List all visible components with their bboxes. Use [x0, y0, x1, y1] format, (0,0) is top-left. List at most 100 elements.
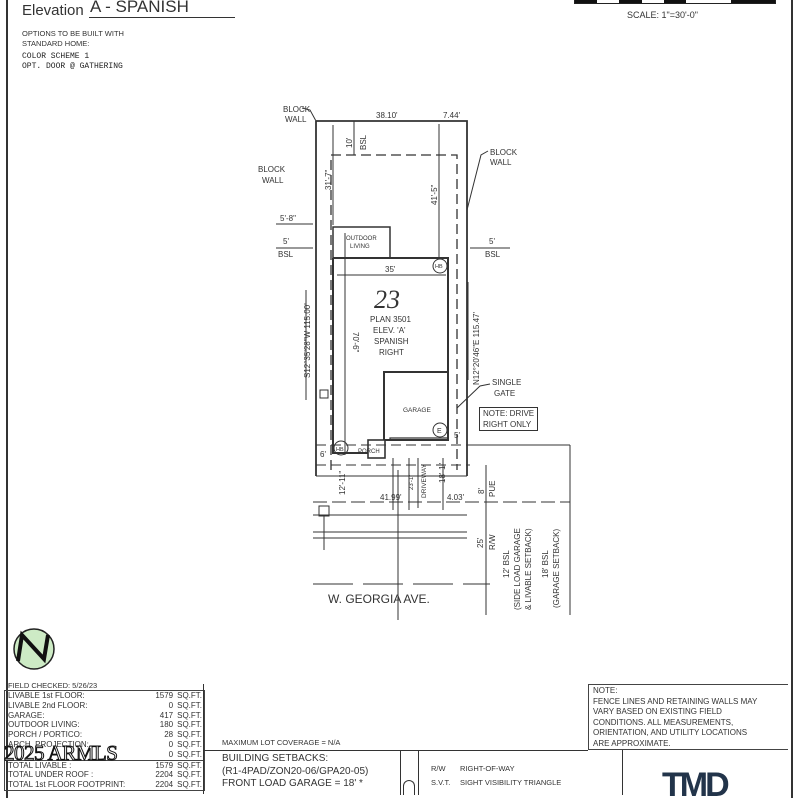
svg-text:RIGHT: RIGHT	[379, 348, 404, 357]
svg-text:31'-7": 31'-7"	[324, 169, 333, 190]
svg-text:35': 35'	[385, 265, 396, 274]
svg-text:WALL: WALL	[262, 176, 284, 185]
svg-text:GATE: GATE	[494, 389, 515, 398]
option-item: COLOR SCHEME 1	[22, 52, 90, 61]
svg-text:& LIVABLE SETBACK): & LIVABLE SETBACK)	[524, 528, 533, 610]
field-checked: FIELD CHECKED: 5/26/23	[8, 681, 98, 690]
note-line: CONDITIONS. ALL MEASUREMENTS,	[593, 717, 734, 727]
svg-text:BLOCK: BLOCK	[283, 105, 311, 114]
svg-text:PUE: PUE	[488, 481, 497, 497]
svg-text:BLOCK: BLOCK	[490, 148, 518, 157]
svg-text:6': 6'	[320, 450, 326, 459]
svg-text:OUTDOOR: OUTDOOR	[346, 236, 377, 242]
options-line: STANDARD HOME:	[22, 39, 90, 48]
svg-text:BLOCK: BLOCK	[258, 165, 286, 174]
svg-text:BSL: BSL	[485, 250, 501, 259]
legend-row: S.V.T.SIGHT VISIBILITY TRIANGLE	[431, 778, 562, 787]
svg-text:18'-1": 18'-1"	[438, 462, 447, 483]
max-lot-coverage: MAXIMUM LOT COVERAGE = N/A	[222, 738, 341, 747]
option-item: OPT. DOOR @ GATHERING	[22, 62, 123, 71]
svg-text:DRIVEWAY: DRIVEWAY	[421, 463, 428, 498]
svg-text:41.99': 41.99'	[380, 493, 402, 502]
svg-text:12'-11": 12'-11"	[338, 471, 347, 495]
svg-text:N12°20'46"E 115.47': N12°20'46"E 115.47'	[472, 312, 481, 385]
svg-text:18' BSL: 18' BSL	[541, 550, 550, 578]
note-line: ARE APPROXIMATE.	[593, 738, 671, 748]
svg-text:HB: HB	[336, 447, 344, 453]
svg-text:23'-1": 23'-1"	[409, 475, 415, 490]
svg-text:R/W: R/W	[488, 534, 497, 550]
svg-text:5'-8": 5'-8"	[280, 214, 296, 223]
options-line: OPTIONS TO BE BUILT WITH	[22, 29, 124, 38]
svg-text:GARAGE: GARAGE	[403, 407, 431, 414]
setbacks-title: BUILDING SETBACKS:	[222, 753, 329, 764]
legend-symbol-icon	[403, 780, 415, 795]
svg-text:4.03': 4.03'	[447, 493, 465, 502]
drive-note: NOTE: DRIVE RIGHT ONLY	[479, 407, 539, 431]
svg-text:SPANISH: SPANISH	[374, 337, 409, 346]
svg-text:HB: HB	[435, 264, 443, 270]
north-arrow-icon	[13, 628, 55, 670]
setbacks-zoning: (R1-4PAD/ZON20-06/GPA20-05)	[222, 765, 369, 777]
svg-text:70'-6": 70'-6"	[351, 332, 360, 353]
drive-note-line: RIGHT ONLY	[483, 420, 532, 429]
svg-text:PORCH: PORCH	[358, 449, 380, 455]
svg-text:BSL: BSL	[359, 134, 368, 150]
svg-text:10': 10'	[345, 137, 354, 148]
svg-text:41'-5": 41'-5"	[430, 184, 439, 205]
elevation-value: A - SPANISH	[89, 0, 235, 18]
svg-text:5': 5'	[489, 237, 495, 246]
svg-text:(GARAGE SETBACK): (GARAGE SETBACK)	[552, 529, 561, 608]
svg-text:38.10': 38.10'	[376, 111, 398, 120]
scale-text: SCALE: 1"=30'-0"	[627, 10, 698, 20]
building-setbacks: BUILDING SETBACKS: (R1-4PAD/ZON20-06/GPA…	[222, 753, 368, 791]
note-title: NOTE:	[593, 686, 618, 695]
svg-text:E: E	[437, 428, 442, 435]
svg-text:BSL: BSL	[278, 250, 294, 259]
field-note: NOTE: FENCE LINES AND RETAINING WALLS MA…	[588, 684, 788, 750]
watermark: 2025 ARMLS	[3, 741, 118, 766]
options-note: OPTIONS TO BE BUILT WITH STANDARD HOME: …	[22, 29, 124, 72]
svg-text:5': 5'	[283, 237, 289, 246]
svg-text:8': 8'	[477, 488, 486, 494]
setbacks-front: FRONT LOAD GARAGE = 18' *	[222, 778, 363, 789]
elevation-label: Elevation	[22, 2, 84, 19]
svg-text:23: 23	[374, 285, 400, 314]
svg-text:LIVING: LIVING	[350, 244, 370, 250]
divider	[622, 750, 623, 795]
drawing-frame	[6, 0, 793, 798]
svg-text:ELEV. 'A': ELEV. 'A'	[373, 326, 406, 335]
divider	[418, 750, 419, 795]
svg-text:PLAN 3501: PLAN 3501	[370, 315, 411, 324]
svg-text:25': 25'	[476, 537, 485, 548]
note-line: FENCE LINES AND RETAINING WALLS MAY	[593, 696, 758, 706]
scale-bar	[574, 0, 776, 4]
svg-text:W. GEORGIA AVE.: W. GEORGIA AVE.	[328, 592, 430, 606]
company-logo: TMD	[662, 766, 730, 804]
drive-note-line: NOTE: DRIVE	[483, 409, 535, 418]
note-line: VARY BASED ON EXISTING FIELD	[593, 707, 722, 716]
svg-text:S12°35'28"W 115.00': S12°35'28"W 115.00'	[303, 303, 312, 378]
svg-text:SINGLE: SINGLE	[492, 378, 521, 387]
svg-text:7.44': 7.44'	[443, 111, 461, 120]
divider	[203, 684, 204, 794]
note-line: ORIENTATION, AND UTILITY LOCATIONS	[593, 728, 748, 737]
divider	[203, 750, 588, 751]
divider	[400, 750, 401, 795]
svg-text:12' BSL: 12' BSL	[502, 550, 511, 578]
svg-text:WALL: WALL	[285, 115, 307, 124]
svg-text:5': 5'	[454, 431, 460, 440]
